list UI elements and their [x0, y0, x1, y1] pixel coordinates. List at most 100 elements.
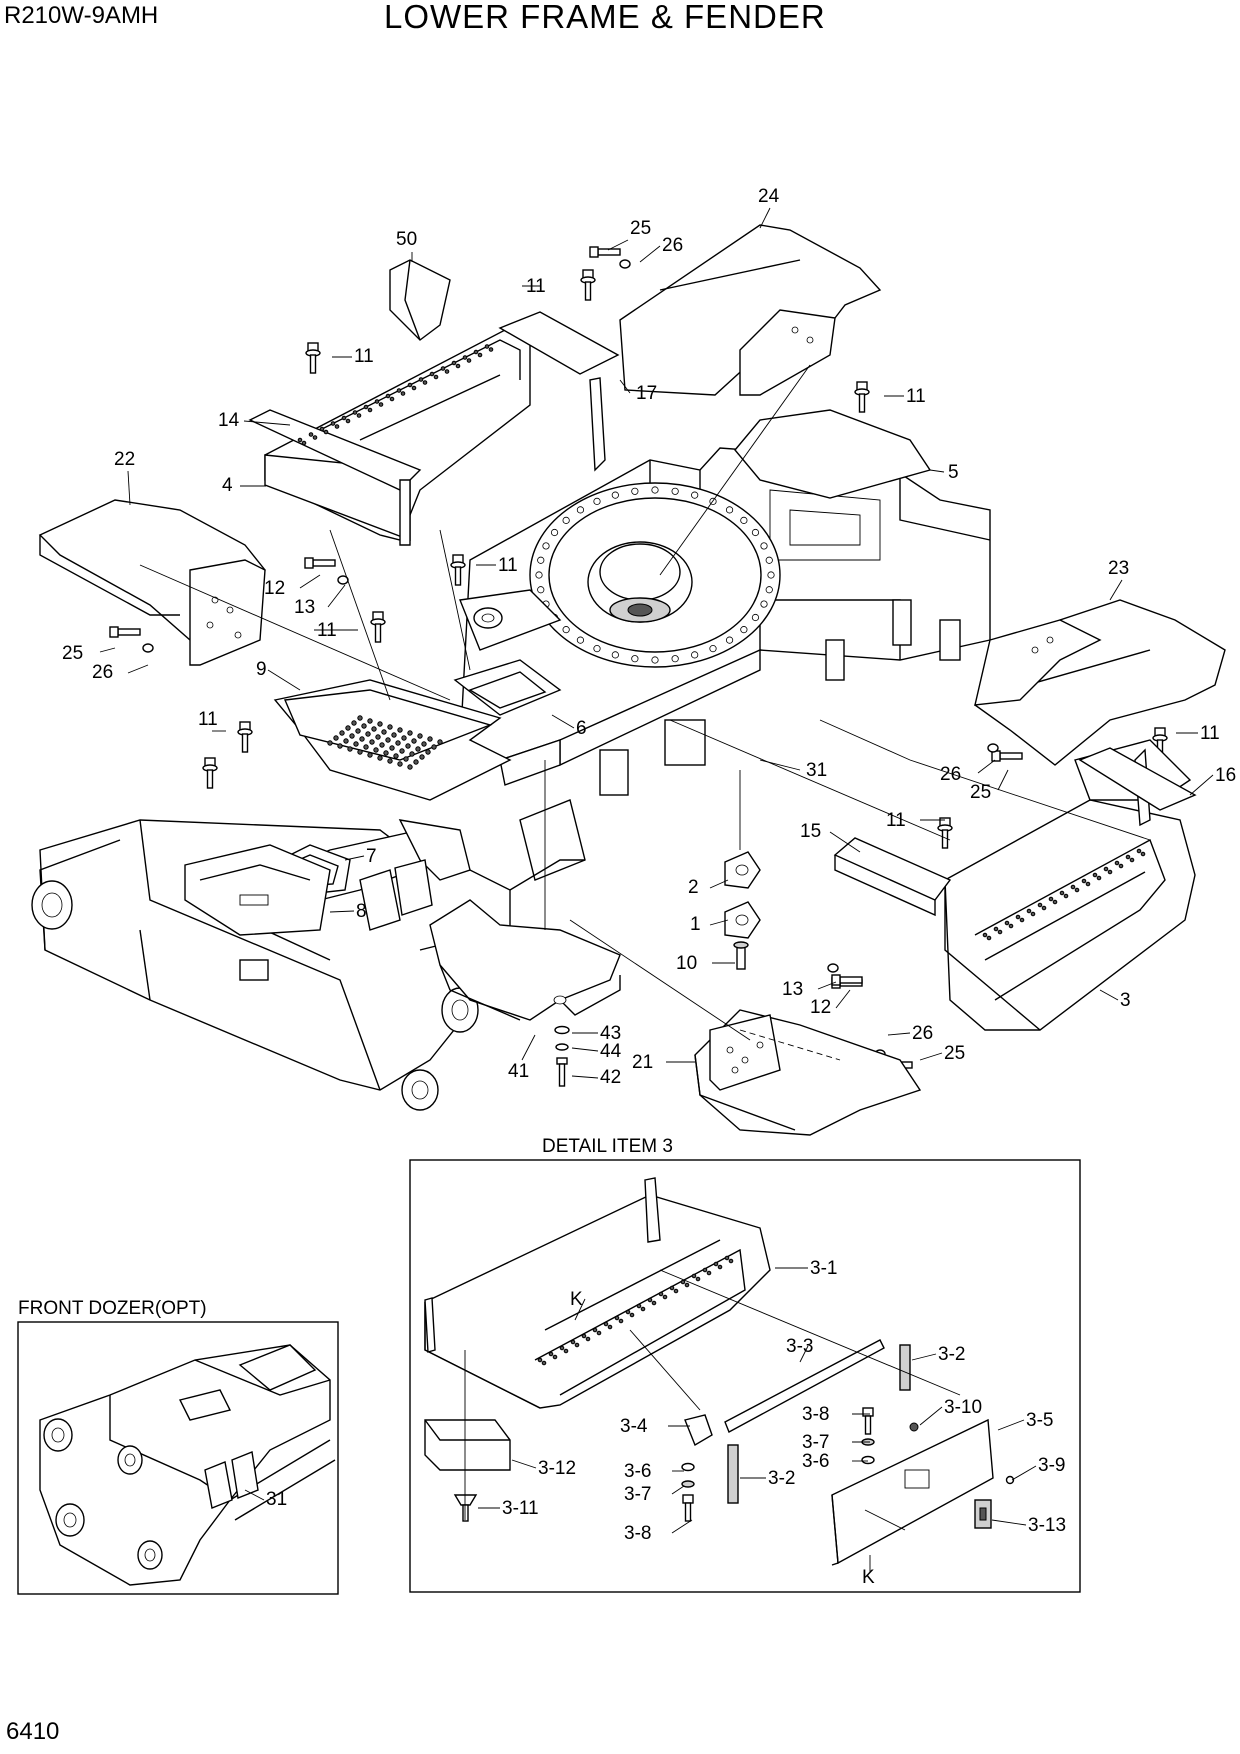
callout-3-12: 3-12 [538, 1458, 576, 1479]
detail-hardware [453, 1407, 1015, 1522]
page-title: LOWER FRAME & FENDER [384, 0, 826, 35]
bracket-15 [833, 837, 952, 917]
callout-26b: 26 [92, 662, 113, 683]
inset-box [17, 1321, 339, 1595]
callout-44: 44 [600, 1041, 622, 1062]
callout-3-11: 3-11 [502, 1498, 539, 1519]
detail-bar-3-3 [724, 1339, 885, 1433]
callout-26d: 26 [912, 1023, 933, 1044]
callout-3-4: 3-4 [620, 1416, 648, 1437]
callout-12b: 12 [810, 997, 831, 1018]
callout-25a: 25 [630, 218, 651, 239]
leader-lines [139, 364, 1151, 1041]
detail-box-title: DETAIL ITEM 3 [542, 1136, 673, 1157]
callout-2: 2 [688, 877, 699, 898]
callout-26c: 26 [940, 764, 961, 785]
callout-14: 14 [218, 410, 240, 431]
callout-6: 6 [576, 718, 587, 739]
callout-11d: 11 [498, 555, 518, 576]
fender-23 [973, 599, 1226, 766]
callout-3-2a: 3-2 [938, 1344, 965, 1365]
detail-step-box-3-1 [424, 1177, 771, 1409]
bracket-50 [389, 259, 451, 341]
callout-3-2b: 3-2 [768, 1468, 795, 1489]
callout-10: 10 [676, 953, 697, 974]
callout-21: 21 [632, 1052, 653, 1073]
cover-plate-8 [184, 844, 331, 936]
callout-3-3: 3-3 [786, 1336, 813, 1357]
callout-11a: 11 [526, 276, 546, 297]
callout-25b: 25 [62, 643, 83, 664]
pad-1-2 [724, 851, 761, 970]
fender-22 [38, 499, 266, 666]
fender-24 [619, 224, 882, 396]
inset-box-title: FRONT DOZER(OPT) [18, 1298, 207, 1319]
callout-11e: 11 [317, 620, 337, 641]
callout-11c: 11 [906, 386, 926, 407]
callout-31b: 31 [266, 1489, 287, 1510]
plate-17 [498, 311, 620, 375]
callout-41: 41 [508, 1061, 529, 1082]
callout-11g: 11 [1200, 723, 1220, 744]
detail-plate-3-12 [424, 1419, 511, 1471]
callout-3-1: 3-1 [810, 1258, 837, 1279]
cover-plate-9 [273, 679, 512, 801]
callout-25c: 25 [970, 782, 991, 803]
callout-11f: 11 [198, 709, 218, 730]
callout-K2: K [862, 1567, 875, 1588]
callout-17: 17 [636, 383, 657, 404]
callout-3-8b: 3-8 [624, 1523, 651, 1544]
callout-9: 9 [256, 659, 267, 680]
callout-12a: 12 [264, 578, 285, 599]
callout-leaders [99, 207, 1214, 1572]
step-box-4 [248, 329, 606, 546]
callout-13b: 13 [782, 979, 803, 1000]
callout-22: 22 [114, 449, 135, 470]
detail-leaders [464, 1269, 961, 1531]
callout-3-7a: 3-7 [802, 1432, 829, 1453]
callout-50: 50 [396, 229, 417, 250]
callout-26a: 26 [662, 235, 683, 256]
front-dozer-drawing [39, 1344, 336, 1586]
callout-8: 8 [356, 901, 367, 922]
callout-3-5: 3-5 [1026, 1410, 1053, 1431]
callout-3-13: 3-13 [1028, 1515, 1066, 1536]
callout-11h: 11 [886, 810, 906, 831]
callout-42: 42 [600, 1067, 621, 1088]
callout-3-9: 3-9 [1038, 1455, 1065, 1476]
step-box-3 [944, 739, 1196, 1031]
page-number: 6410 [6, 1718, 60, 1745]
detail-bracket-3-4 [684, 1414, 713, 1447]
callout-24: 24 [758, 186, 780, 207]
callout-7: 7 [366, 846, 377, 867]
plate-16 [1078, 747, 1197, 811]
callout-1: 1 [690, 914, 701, 935]
detail-box [409, 1159, 1081, 1593]
callout-25d: 25 [944, 1043, 965, 1064]
callout-16: 16 [1215, 765, 1236, 786]
callout-3-7b: 3-7 [624, 1484, 651, 1505]
detail-strips-3-2 [727, 1344, 911, 1504]
model-code: R210W-9AMH [4, 2, 159, 29]
callout-3-6b: 3-6 [624, 1461, 651, 1482]
callout-3-6a: 3-6 [802, 1451, 829, 1472]
cover-plate-6 [453, 659, 562, 716]
callout-3: 3 [1120, 990, 1131, 1011]
callout-11b: 11 [354, 346, 374, 367]
callout-K1: K [570, 1289, 583, 1310]
lower-frame-body [459, 447, 991, 796]
callout-15: 15 [800, 821, 821, 842]
callout-13a: 13 [294, 597, 315, 618]
callout-3-10: 3-10 [944, 1397, 982, 1418]
callout-31a: 31 [806, 760, 827, 781]
callout-23: 23 [1108, 558, 1129, 579]
callout-4: 4 [222, 475, 233, 496]
fender-21 [694, 1009, 922, 1136]
callout-3-8a: 3-8 [802, 1404, 829, 1425]
detail-plate-3-5 [831, 1418, 994, 1566]
callout-43: 43 [600, 1023, 621, 1044]
callout-5: 5 [948, 462, 959, 483]
bracket-41 [429, 899, 621, 1021]
